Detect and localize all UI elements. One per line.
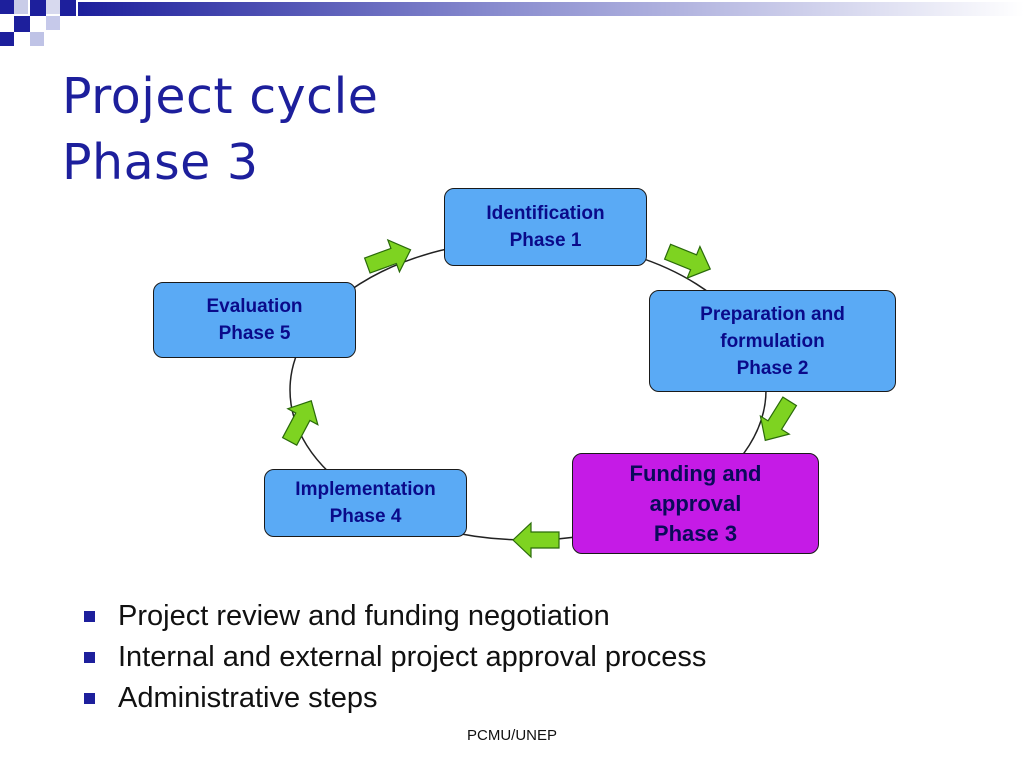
node-identification: Identification Phase 1 <box>444 188 647 266</box>
node-preparation-line-1: Preparation and <box>700 303 845 325</box>
node-preparation-line-3: Phase 2 <box>736 357 809 379</box>
arrow-phase1-to-phase2 <box>663 243 712 280</box>
bullet-square-icon <box>84 652 95 663</box>
node-identification-line-2: Phase 1 <box>509 230 582 251</box>
arrow-phase4-to-phase5 <box>281 400 319 446</box>
node-evaluation: Evaluation Phase 5 <box>153 282 356 358</box>
corner-decoration <box>0 0 1024 48</box>
node-preparation-line-2: formulation <box>720 330 825 352</box>
node-implementation-line-2: Phase 4 <box>329 506 402 527</box>
bullet-item: Administrative steps <box>84 678 706 719</box>
slide-title-line-1: Project cycle <box>62 68 379 125</box>
node-evaluation-line-2: Phase 5 <box>218 323 291 344</box>
bullet-square-icon <box>84 693 95 704</box>
node-evaluation-line-1: Evaluation <box>206 296 303 317</box>
slide-footer: PCMU/UNEP <box>466 727 557 744</box>
node-preparation: Preparation and formulation Phase 2 <box>649 290 896 392</box>
node-implementation-line-1: Implementation <box>295 479 436 500</box>
slide-title-line-2: Phase 3 <box>62 134 259 191</box>
bullet-text: Internal and external project approval p… <box>118 641 707 673</box>
arrow-phase2-to-phase3 <box>759 396 798 442</box>
slide-title: Project cycle Phase 3 <box>62 64 378 196</box>
bullet-list: Project review and funding negotiation I… <box>84 596 706 719</box>
bullet-item: Internal and external project approval p… <box>84 637 706 678</box>
bullet-item: Project review and funding negotiation <box>84 596 706 637</box>
arrow-phase5-to-phase1 <box>363 238 412 274</box>
arrow-phase3-to-phase4 <box>512 521 560 559</box>
bullet-text: Project review and funding negotiation <box>118 600 610 632</box>
bullet-text: Administrative steps <box>118 682 378 714</box>
node-implementation: Implementation Phase 4 <box>264 469 467 537</box>
node-funding-line-2: approval <box>649 490 742 516</box>
node-funding-approval: Funding and approval Phase 3 <box>572 453 819 554</box>
node-identification-line-1: Identification <box>486 203 605 224</box>
node-funding-line-1: Funding and <box>629 460 762 486</box>
node-funding-line-3: Phase 3 <box>653 520 738 546</box>
bullet-square-icon <box>84 611 95 622</box>
